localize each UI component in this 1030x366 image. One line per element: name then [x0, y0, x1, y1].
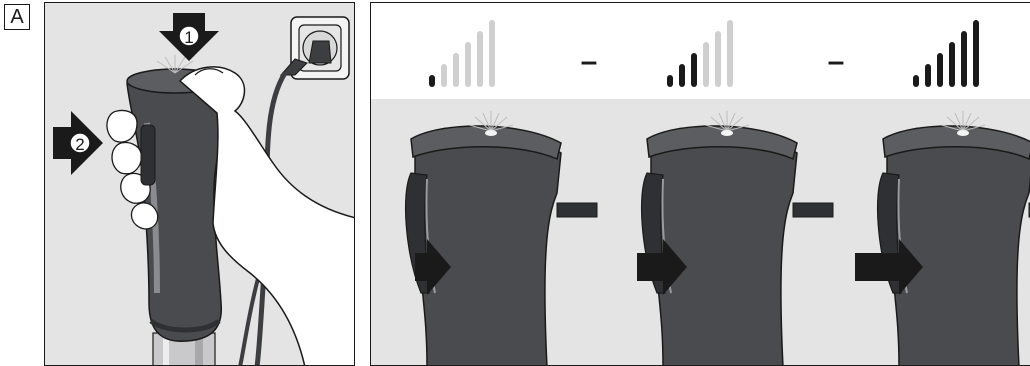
separator-2: –	[828, 45, 845, 78]
step-2-number: 2	[75, 135, 84, 154]
speed-bar	[453, 53, 459, 87]
speed-bar	[441, 64, 447, 87]
speed-bar	[489, 20, 495, 87]
hand-blender-illustration: 1 2	[45, 3, 355, 366]
figure-label: A	[4, 4, 30, 30]
speed-bar	[937, 53, 943, 87]
speed-bar	[913, 75, 919, 87]
speed-bar	[961, 31, 967, 87]
cable-stub	[793, 203, 833, 217]
side-switch	[141, 125, 155, 185]
speed-bar	[715, 31, 721, 87]
speed-bar	[691, 53, 697, 87]
speed-bar	[679, 64, 685, 87]
speed-bar	[949, 42, 955, 87]
speed-indicator-low	[429, 20, 495, 87]
speed-bar	[973, 20, 979, 87]
speed-progression-illustration: – –	[371, 3, 1030, 366]
speed-bar	[667, 75, 673, 87]
speed-bar	[429, 75, 435, 87]
speed-bar	[465, 42, 471, 87]
speed-bar	[925, 64, 931, 87]
speed-indicator-high	[913, 20, 979, 87]
speed-bar	[727, 20, 733, 87]
step-1-number: 1	[184, 28, 193, 47]
speed-bar	[703, 42, 709, 87]
speed-indicator-medium	[667, 20, 733, 87]
separator-1: –	[581, 45, 598, 78]
cable-stub	[557, 203, 597, 217]
left-panel-illustration: 1 2	[44, 2, 355, 366]
speed-bar	[477, 31, 483, 87]
right-panel-speed-progression: – –	[370, 2, 1030, 366]
